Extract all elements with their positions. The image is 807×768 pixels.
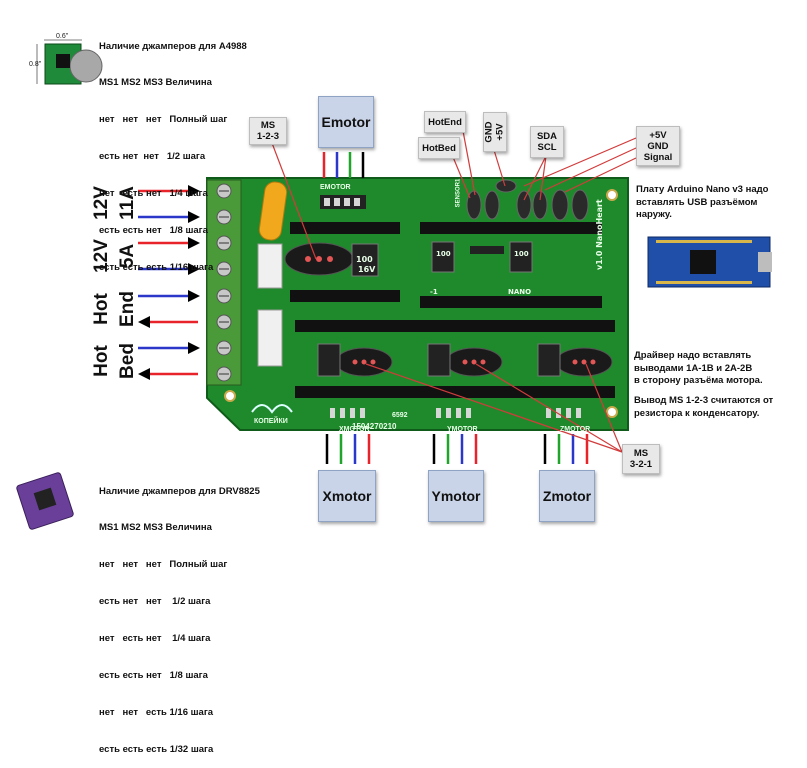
silk-zmotor: ZMOTOR — [560, 426, 591, 433]
emotor-driver-header-top — [290, 222, 400, 234]
a4988-row: есть нет нет 1/2 шага — [99, 151, 206, 163]
drv8825-row: нет нет есть 1/16 шага — [99, 706, 214, 718]
wiring-diagram-canvas: 100 16V 100 100 -1 NANO v1.0 NanoHeart — [16, 33, 772, 530]
ms321-callout: MS 3-2-1 — [622, 444, 660, 474]
power-arrows — [138, 185, 200, 380]
zmotor-wires — [543, 434, 589, 464]
drv8825-jumper-table: Наличие джамперов для DRV8825 MS1 MS2 MS… — [99, 461, 260, 768]
capacitor-e — [351, 243, 379, 277]
gnd5v-callout: GND +5V — [483, 112, 507, 152]
drv8825-header: MS1 MS2 MS3 Величина — [99, 522, 212, 534]
ms-pin-note: Вывод MS 1-2-3 считаются от резистора к … — [634, 395, 774, 419]
z-driver-header-bottom — [515, 386, 615, 398]
capacitor-z — [537, 343, 561, 377]
ymotor-label: Ymotor — [428, 470, 484, 522]
relay-header-1 — [257, 243, 283, 289]
silk-emotor: EMOTOR — [320, 184, 351, 191]
y-driver-header-bottom — [405, 386, 515, 398]
x-driver-header-top — [295, 320, 405, 332]
capacitor-x — [317, 343, 341, 377]
x-driver-header-bottom — [295, 386, 405, 398]
silk-sensor: SENSOR1 — [455, 178, 462, 208]
capacitor-y — [427, 343, 451, 377]
drv8825-row: есть есть есть 1/32 шага — [99, 743, 214, 755]
y-driver-header-top — [405, 320, 515, 332]
power-signal-callout: +5V GND Signal — [636, 126, 680, 166]
ms123-callout: MS 1-2-3 — [249, 117, 287, 145]
gnd5v-text: GND +5V — [484, 121, 506, 143]
arduino-nano-image — [647, 236, 772, 288]
zmotor-label: Zmotor — [539, 470, 595, 522]
a4988-row: нет есть нет 1/4 шага — [99, 188, 208, 200]
arduino-note: Плату Arduino Nano v3 надо вставлять USB… — [636, 184, 769, 220]
silk-code: 6592 — [392, 412, 408, 419]
a4988-module-image — [36, 39, 103, 85]
emotor-connector — [320, 195, 366, 209]
silk-logo: КОПЕЙКИ — [254, 418, 288, 425]
fuse — [258, 181, 288, 241]
svg-text:NANO: NANO — [508, 288, 531, 296]
drv8825-title: Наличие джамперов для DRV8825 — [99, 485, 260, 497]
silk-ymotor: YMOTOR — [447, 426, 478, 433]
top-jumpers — [431, 241, 533, 273]
zmotor-pins — [546, 408, 581, 418]
drv8825-module-image — [16, 472, 74, 530]
sdascl-callout: SDA SCL — [530, 126, 564, 158]
a4988-title: Наличие джамперов для A4988 — [99, 40, 247, 52]
terminal-block — [206, 179, 242, 386]
driver-note: Драйвер надо вставлять выводами 1А-1В и … — [634, 350, 763, 386]
module-width-dim: 0.6" — [56, 33, 69, 40]
emotor-wires — [322, 152, 365, 178]
a4988-header: MS1 MS2 MS3 Величина — [99, 77, 212, 89]
callout-lines — [271, 130, 637, 453]
svg-text:v1.0 NanoHeart: v1.0 NanoHeart — [595, 199, 604, 270]
drv8825-row: есть нет нет 1/2 шага — [99, 596, 211, 608]
label-hot-bed-2: Bed — [117, 343, 138, 379]
a4988-row: нет нет нет Полный шаг — [99, 114, 228, 126]
ymotor-pins — [436, 408, 471, 418]
silk-xmotor: XMOTOR — [339, 426, 370, 433]
hotbed-callout: HotBed — [418, 137, 460, 159]
a4988-row: есть есть есть 1/16 шага — [99, 261, 214, 273]
pcb-logo — [251, 404, 293, 414]
xmotor-pins — [330, 408, 365, 418]
svg-text:100: 100 — [514, 250, 529, 258]
label-hot-end-1: Hot — [91, 293, 112, 325]
drv8825-row: нет есть нет 1/4 шага — [99, 633, 211, 645]
svg-text:100: 100 — [436, 250, 451, 258]
sensor-jumpers — [466, 179, 589, 221]
emotor-label: Emotor — [318, 96, 374, 148]
xmotor-wires — [325, 434, 371, 464]
label-12v-b: 12V — [91, 239, 112, 273]
ymotor-wires — [432, 434, 478, 464]
svg-text:-1: -1 — [430, 288, 438, 296]
label-hot-bed-1: Hot — [91, 345, 112, 377]
label-hot-end-2: End — [117, 291, 138, 327]
label-5a: 5A — [117, 243, 138, 269]
drv8825-row: есть есть нет 1/8 шага — [99, 670, 208, 682]
svg-text:16V: 16V — [358, 265, 376, 274]
label-11a: 11A — [117, 186, 138, 220]
label-12v-a: 12V — [91, 186, 112, 220]
a4988-row: есть есть нет 1/8 шага — [99, 225, 208, 237]
a4988-jumper-table: Наличие джамперов для A4988 MS1 MS2 MS3 … — [99, 16, 247, 287]
drv8825-row: нет нет нет Полный шаг — [99, 559, 228, 571]
emotor-driver-header-bottom — [290, 290, 400, 302]
hotend-callout: HotEnd — [424, 111, 466, 133]
silk-serial: 1504270210 — [352, 422, 397, 431]
module-height-dim: 0.8" — [29, 61, 42, 68]
nano-header-top — [420, 222, 602, 234]
xmotor-label: Xmotor — [318, 470, 376, 522]
nano-header-bottom — [420, 296, 602, 308]
z-driver-header-top — [515, 320, 615, 332]
svg-text:100: 100 — [356, 255, 373, 264]
relay-header-2 — [257, 309, 283, 367]
